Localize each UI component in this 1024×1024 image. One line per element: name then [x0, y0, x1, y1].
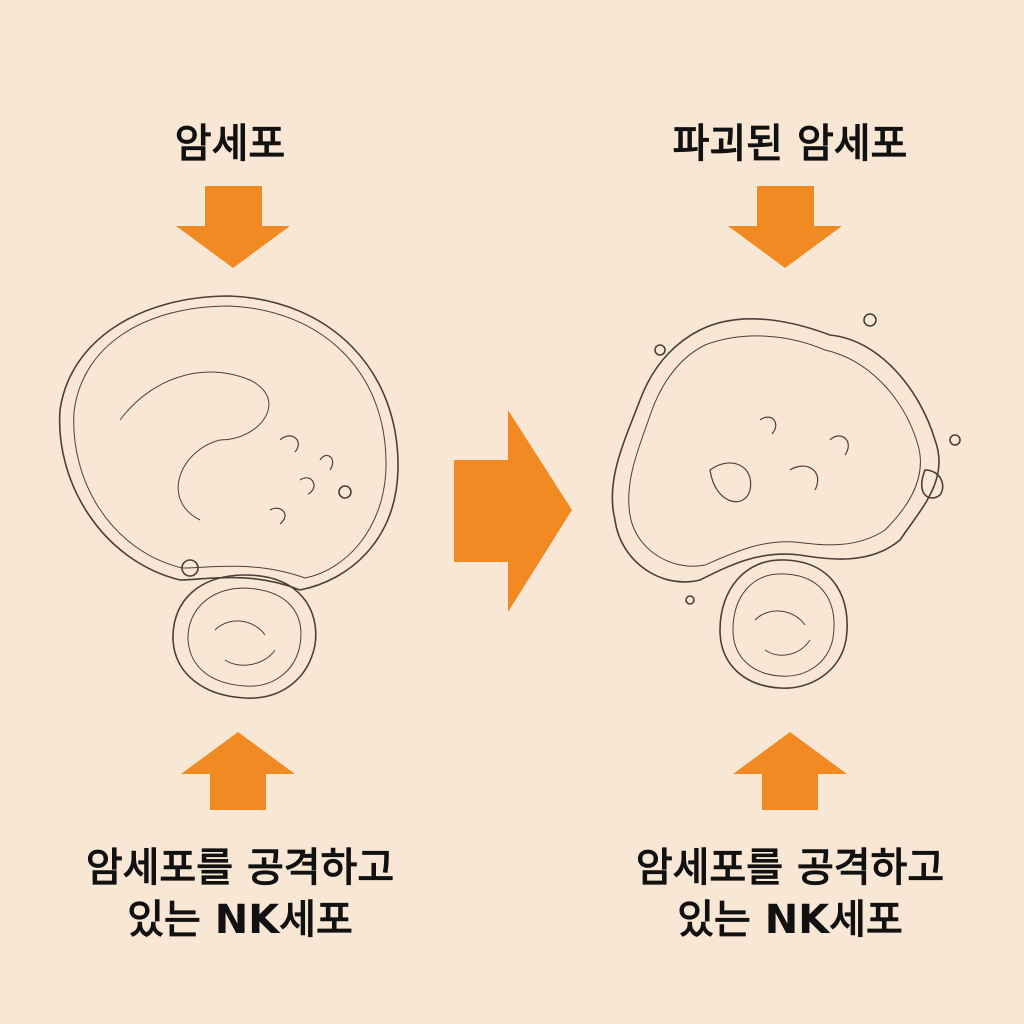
arrow-up-right	[733, 732, 847, 810]
nk-cell-sketch	[172, 574, 317, 699]
destroyed-cancer-cell-sketch	[611, 313, 961, 605]
nk-cell-right-sketch	[719, 559, 848, 689]
cancer-cell-sketch	[58, 295, 399, 591]
right-bottom-label-line2: 있는 NK세포	[677, 897, 903, 943]
arrow-right-center	[454, 410, 572, 612]
arrow-down-right	[728, 186, 842, 268]
left-bottom-label: 암세포를 공격하고 있는 NK세포	[30, 842, 450, 946]
left-bottom-label-line2: 있는 NK세포	[127, 897, 353, 943]
right-bottom-label-line1: 암세포를 공격하고	[635, 845, 945, 891]
left-bottom-label-line1: 암세포를 공격하고	[85, 845, 395, 891]
right-top-label: 파괴된 암세포	[672, 121, 908, 167]
arrow-down-left	[176, 186, 290, 268]
left-top-label: 암세포	[174, 121, 286, 167]
right-bottom-label: 암세포를 공격하고 있는 NK세포	[580, 842, 1000, 946]
arrow-up-left	[181, 732, 295, 810]
